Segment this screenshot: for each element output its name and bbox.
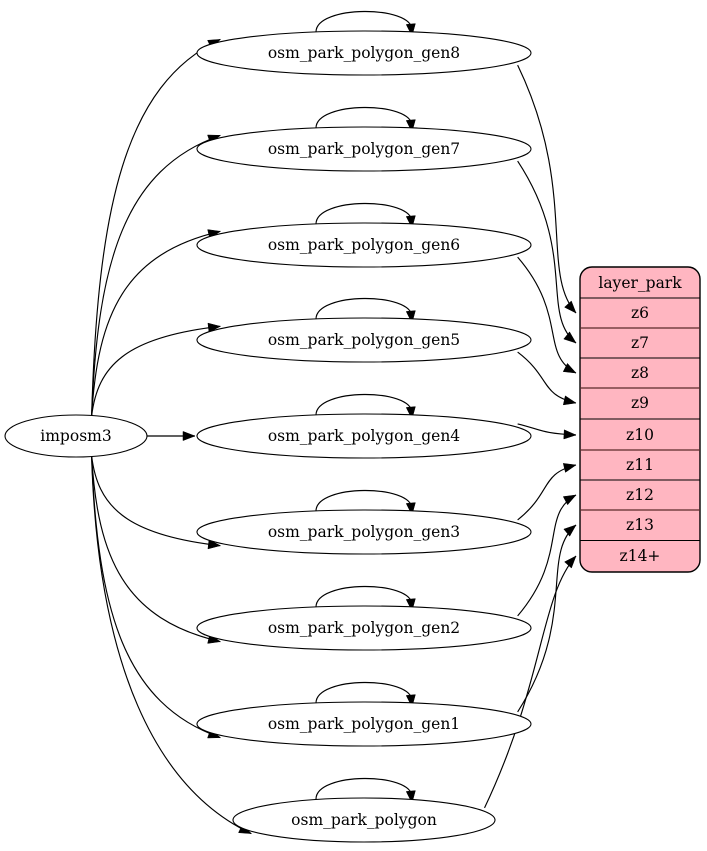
edge-gen2-to-z12 (517, 494, 577, 617)
arrowhead-gen5-to-z9 (562, 395, 577, 406)
layer-park-table[interactable]: layer_park z6 z7 z8 z9 z10 z11 z12 z13 z14+ (579, 266, 701, 573)
self-loop-gen4 (315, 393, 413, 416)
node-gen8-label: osm_park_polygon_gen8 (268, 44, 460, 62)
node-gen6[interactable]: osm_park_polygon_gen6 (196, 222, 532, 268)
node-gen6-label: osm_park_polygon_gen6 (268, 236, 460, 254)
arrowhead-self-loop-gen2 (405, 598, 416, 612)
arrowhead-base-to-z14plus (564, 555, 577, 569)
edge-imposm3-to-gen7 (91, 134, 221, 417)
node-gen3-shape (196, 509, 532, 555)
arrowhead-imposm3-to-gen4 (182, 431, 196, 441)
self-loop-group (315, 10, 416, 804)
node-gen5[interactable]: osm_park_polygon_gen5 (196, 317, 532, 363)
arrowhead-gen8-to-z6 (564, 300, 577, 314)
table-group: layer_park z6 z7 z8 z9 z10 z11 z12 z13 z14+ (579, 266, 701, 573)
edge-imposm3-to-gen1 (91, 455, 221, 739)
node-gen6-shape (196, 222, 532, 268)
edge-imposm3-to-gen3 (91, 455, 221, 547)
node-base[interactable]: osm_park_polygon (232, 797, 496, 843)
edge-gen6-to-z8 (517, 256, 577, 374)
node-imposm3-shape (4, 414, 148, 458)
edge-imposm3-to-gen8 (91, 38, 221, 417)
node-gen7[interactable]: osm_park_polygon_gen7 (196, 126, 532, 172)
arrowhead-gen4-to-z10 (563, 429, 577, 440)
arrowhead-self-loop-base (405, 790, 416, 804)
node-gen7-label: osm_park_polygon_gen7 (268, 140, 460, 158)
table-row-label-z7[interactable]: z7 (631, 334, 649, 352)
node-gen2[interactable]: osm_park_polygon_gen2 (196, 605, 532, 651)
arrowhead-imposm3-to-gen5 (207, 322, 222, 333)
node-gen3-label: osm_park_polygon_gen3 (268, 523, 460, 541)
arrowhead-self-loop-gen8 (405, 23, 416, 37)
self-loop-gen7 (315, 106, 413, 129)
edge-gen5-to-z9 (517, 351, 577, 404)
arrowhead-self-loop-gen5 (405, 310, 416, 324)
table-row-label-z12[interactable]: z12 (626, 486, 654, 504)
edge-imposm3-to-gen5 (91, 325, 221, 417)
self-loop-gen2 (315, 585, 413, 608)
arrowhead-imposm3-to-gen3 (207, 539, 222, 550)
self-loop-gen8 (315, 10, 413, 33)
node-gen3[interactable]: osm_park_polygon_gen3 (196, 509, 532, 555)
node-gen4-label: osm_park_polygon_gen4 (268, 427, 460, 445)
arrowhead-gen2-to-z12 (562, 494, 577, 506)
edge-imposm3-to-base (91, 455, 252, 835)
table-row-label-z8[interactable]: z8 (631, 364, 649, 382)
edge-gen8-to-z6 (517, 64, 577, 314)
node-imposm3-label: imposm3 (40, 427, 111, 445)
table-row-label-z10[interactable]: z10 (626, 426, 654, 444)
self-loop-gen3 (315, 489, 413, 512)
self-loop-gen6 (315, 202, 413, 225)
arrowhead-self-loop-gen6 (405, 215, 416, 229)
arrowhead-self-loop-gen3 (405, 502, 416, 516)
node-base-shape (232, 797, 496, 843)
arrowhead-gen6-to-z8 (562, 362, 577, 374)
node-gen7-shape (196, 126, 532, 172)
node-base-label: osm_park_polygon (291, 811, 437, 829)
node-gen1-shape (196, 701, 532, 747)
node-gen5-label: osm_park_polygon_gen5 (268, 331, 460, 349)
arrowhead-self-loop-gen4 (405, 406, 416, 420)
node-imposm3[interactable]: imposm3 (4, 414, 148, 458)
node-gen5-shape (196, 317, 532, 363)
table-row-label-z6[interactable]: z6 (631, 304, 649, 322)
self-loop-base (315, 777, 413, 800)
table-row-label-z9[interactable]: z9 (631, 394, 649, 412)
edges-to-table-group (484, 64, 577, 809)
edges-from-source-group (91, 38, 252, 835)
table-row-label-z14plus[interactable]: z14+ (620, 547, 661, 565)
edge-imposm3-to-gen6 (91, 230, 221, 417)
self-loop-gen5 (315, 297, 413, 320)
node-gen8[interactable]: osm_park_polygon_gen8 (196, 30, 532, 76)
edge-base-to-z14plus (484, 555, 577, 809)
arrowhead-gen7-to-z7 (563, 331, 577, 344)
edge-imposm3-to-gen2 (91, 455, 221, 643)
node-gen1[interactable]: osm_park_polygon_gen1 (196, 701, 532, 747)
node-gen8-shape (196, 30, 532, 76)
arrowhead-self-loop-gen1 (405, 694, 416, 708)
arrowhead-gen1-to-z13 (563, 524, 577, 537)
node-gen1-label: osm_park_polygon_gen1 (268, 715, 460, 733)
table-header-label: layer_park (598, 274, 682, 292)
edge-gen7-to-z7 (517, 160, 577, 344)
node-gen2-label: osm_park_polygon_gen2 (268, 619, 460, 637)
node-gen2-shape (196, 605, 532, 651)
arrowhead-self-loop-gen7 (405, 119, 416, 133)
node-group: imposm3 osm_park_polygon_gen8 osm_park_pol… (4, 30, 532, 843)
self-loop-gen1 (315, 681, 413, 704)
table-row-label-z11[interactable]: z11 (626, 456, 654, 474)
node-gen4-shape (196, 413, 532, 459)
edge-gen3-to-z11 (517, 464, 577, 521)
arrowhead-gen3-to-z11 (562, 463, 577, 473)
node-gen4[interactable]: osm_park_polygon_gen4 (196, 413, 532, 459)
table-row-label-z13[interactable]: z13 (626, 516, 654, 534)
edge-gen1-to-z13 (517, 524, 577, 713)
